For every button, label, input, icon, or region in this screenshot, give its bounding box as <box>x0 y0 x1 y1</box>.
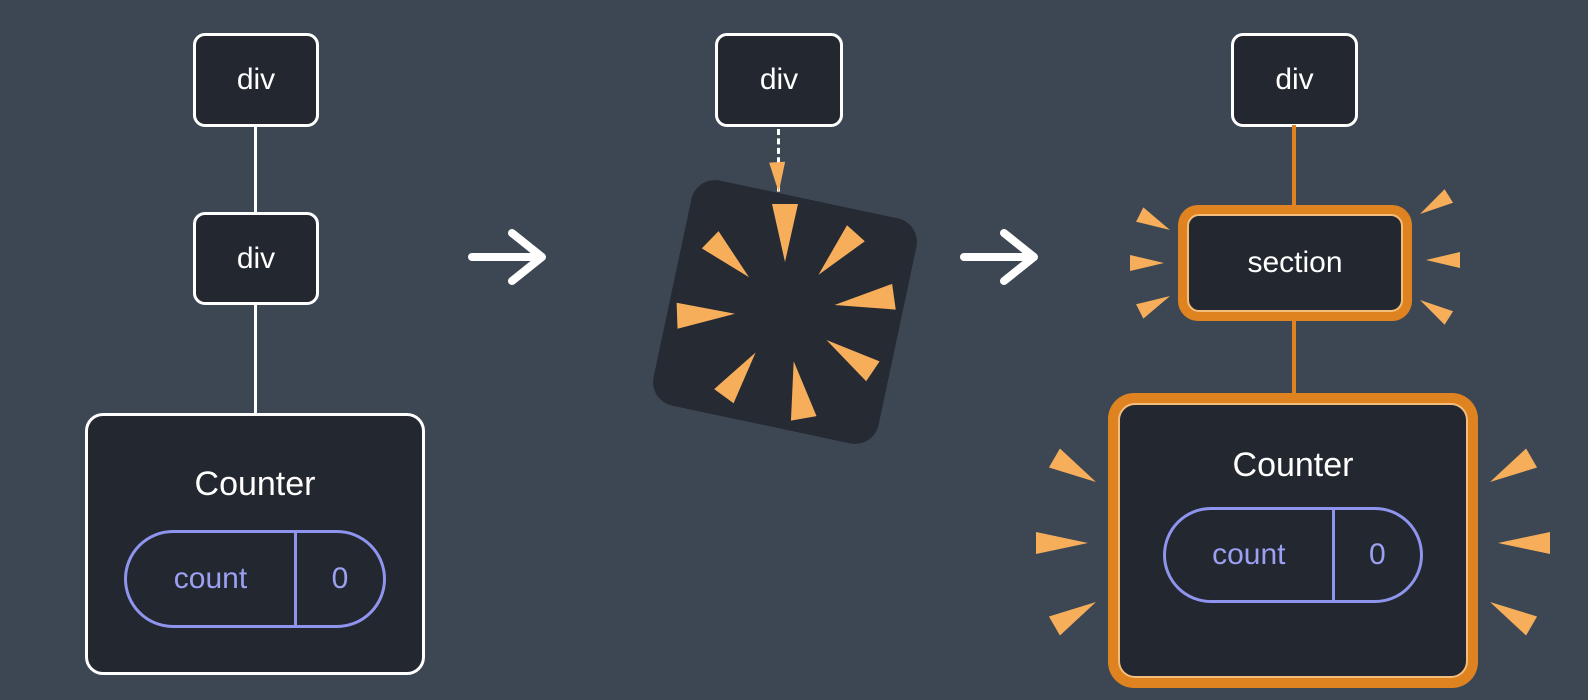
state-key: count <box>173 562 248 595</box>
counter-inner: Counter count 0 <box>1118 403 1468 678</box>
tree-edge <box>254 303 257 415</box>
tree-edge-highlighted <box>1292 125 1296 209</box>
tree-node-label: div <box>1275 63 1314 96</box>
arrow-right-icon <box>960 229 1038 285</box>
tree-node-root-after: div <box>1231 33 1358 127</box>
section-node-highlighted: section <box>1178 205 1412 321</box>
poof-burst-icon <box>653 161 917 444</box>
state-pill: count 0 <box>1163 507 1423 603</box>
arrow-right-icon <box>468 229 546 285</box>
state-value: 0 <box>293 533 383 625</box>
highlight-sparks-icon <box>1036 189 1550 636</box>
tree-node-child-before: div <box>193 212 319 305</box>
tree-node-label: div <box>759 63 799 96</box>
state-value: 0 <box>1331 510 1420 600</box>
state-key: count <box>1212 538 1286 571</box>
tree-edge-highlighted <box>1292 319 1296 397</box>
tree-node-label: div <box>236 241 276 275</box>
counter-title: Counter <box>1232 446 1354 484</box>
state-pill: count 0 <box>124 530 386 628</box>
section-node-inner: section <box>1187 214 1403 312</box>
tree-node-root-during: div <box>715 33 843 127</box>
tree-edge <box>254 125 257 214</box>
counter-title: Counter <box>194 465 316 503</box>
counter-component-after: Counter count 0 <box>1108 393 1478 688</box>
tree-node-root-before: div <box>193 33 319 127</box>
tree-node-label: section <box>1247 246 1343 279</box>
counter-component-before: Counter count 0 <box>85 413 425 675</box>
tree-node-label: div <box>236 63 276 96</box>
